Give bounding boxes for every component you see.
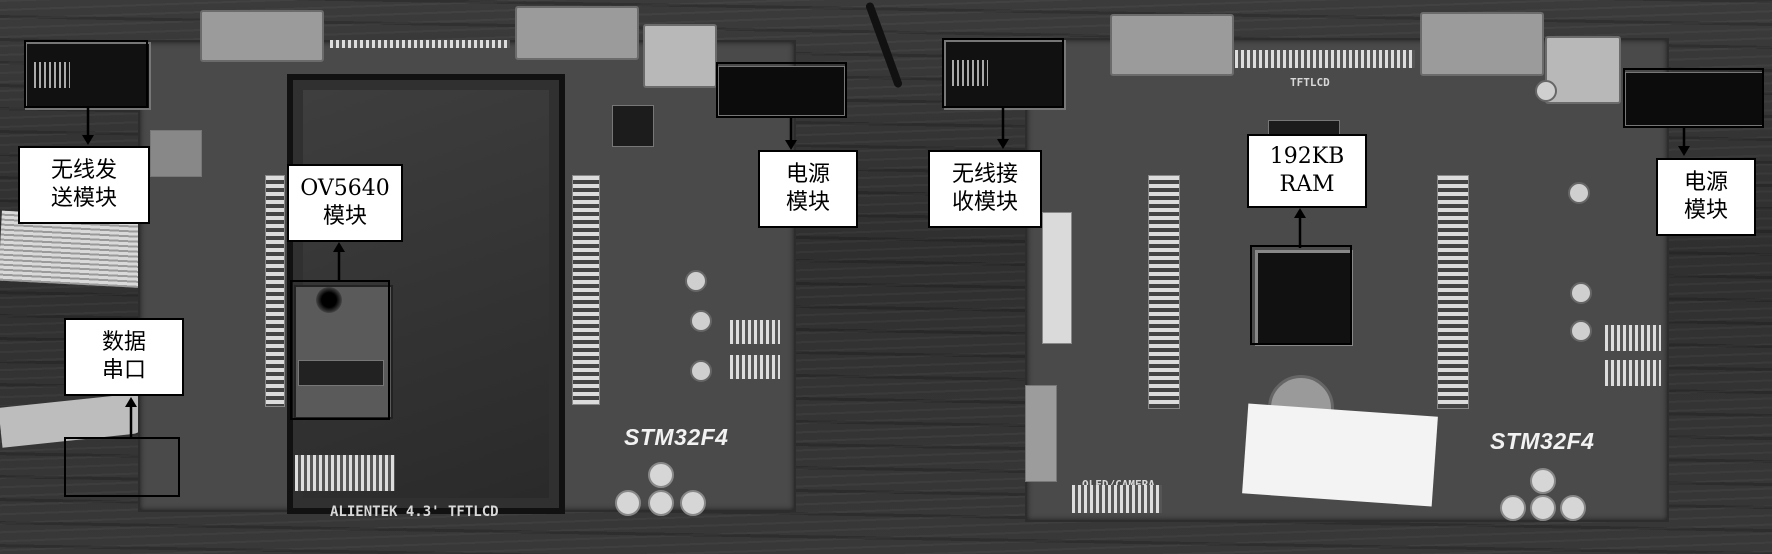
- ov5640-highlight: [290, 280, 390, 420]
- power-right-arrow: [1678, 128, 1690, 156]
- power-left-arrow: [785, 118, 797, 150]
- ram-label-line2: RAM: [1279, 172, 1335, 197]
- wireless-rx-label-line1: 无线接: [951, 162, 1018, 187]
- right-gpio-header: [1148, 175, 1180, 409]
- right-capacitor-4: [1535, 80, 1557, 102]
- wireless-rx-label-line2: 收模块: [951, 190, 1018, 215]
- power-right-highlight: [1623, 68, 1764, 128]
- power-right-label-line2: 模块: [1683, 198, 1728, 223]
- wireless-tx-label: 无线发 送模块: [18, 146, 150, 224]
- left-sd-slot: [150, 130, 202, 177]
- left-gpio-header-2: [265, 175, 285, 407]
- left-gpio-header: [572, 175, 600, 405]
- right-db9-connector-1: [1110, 14, 1234, 76]
- left-board-model-print: STM32F4: [624, 424, 729, 450]
- left-jumper-block: [730, 320, 780, 344]
- power-right-label: 电源 模块: [1656, 158, 1756, 236]
- ov5640-label-line1: OV5640: [300, 176, 390, 201]
- right-jumper-block-2: [1605, 360, 1661, 386]
- camera-fpc-connector: [298, 360, 384, 386]
- right-reset-button-4: [1530, 468, 1556, 494]
- right-board-model-print: STM32F4: [1490, 428, 1595, 454]
- wireless-rx-label: 无线接 收模块: [928, 150, 1042, 228]
- left-top-header: [330, 40, 510, 48]
- right-mcu-chip: [1255, 250, 1353, 346]
- left-capacitor-1: [685, 270, 707, 292]
- left-mcu-chip: [612, 105, 654, 147]
- wireless-tx-highlight: [24, 40, 148, 108]
- ov5640-arrow: [333, 242, 345, 282]
- right-left-header: [1042, 212, 1072, 344]
- power-left-label-line1: 电源: [785, 162, 830, 187]
- right-db9-connector-2: [1420, 12, 1544, 76]
- ov5640-label: OV5640 模块: [287, 164, 403, 242]
- right-top-header: [1235, 50, 1415, 68]
- right-jumper-block: [1605, 325, 1661, 351]
- left-capacitor-3: [690, 360, 712, 382]
- wireless-tx-label-line2: 送模块: [50, 186, 117, 211]
- ov5640-label-line2: 模块: [322, 204, 367, 229]
- wireless-rx-highlight: [942, 38, 1064, 108]
- left-reset-button-1: [615, 490, 641, 516]
- wireless-rx-arrow: [997, 107, 1009, 149]
- left-reset-button-3: [680, 490, 706, 516]
- wireless-rx-antenna: [952, 60, 988, 86]
- ram-label-line1: 192KB: [1269, 144, 1345, 169]
- data-uart-label-line1: 数据: [101, 330, 146, 355]
- power-left-highlight: [716, 62, 847, 118]
- left-jumper-block-2: [730, 355, 780, 379]
- left-reset-button-4: [648, 462, 674, 488]
- ram-highlight: [1250, 245, 1352, 345]
- right-tft-print: TFTLCD: [1290, 76, 1330, 89]
- right-capacitor-3: [1570, 320, 1592, 342]
- right-gpio-header-2: [1437, 175, 1469, 409]
- left-tft-print: ALIENTEK 4.3' TFTLCD: [330, 504, 499, 520]
- data-uart-label: 数据 串口: [64, 318, 184, 396]
- right-power-jack: [1625, 72, 1764, 126]
- data-uart-label-line2: 串口: [101, 358, 146, 383]
- left-power-jack: [718, 66, 845, 116]
- left-db9-connector-1: [200, 10, 324, 62]
- right-bottom-header: [1072, 485, 1162, 513]
- left-reset-button-2: [648, 490, 674, 516]
- left-bottom-header: [295, 455, 395, 491]
- camera-lens: [316, 287, 342, 313]
- left-ethernet-port: [643, 24, 717, 88]
- right-reset-button-1: [1500, 495, 1526, 521]
- data-uart-arrow: [125, 397, 137, 439]
- right-capacitor-2: [1570, 282, 1592, 304]
- right-reset-button-2: [1530, 495, 1556, 521]
- power-right-label-line1: 电源: [1683, 170, 1728, 195]
- power-left-label: 电源 模块: [758, 150, 858, 228]
- right-white-tape: [1242, 403, 1438, 507]
- left-capacitor-2: [690, 310, 712, 332]
- right-usb-ports: [1025, 385, 1057, 482]
- wireless-tx-antenna: [34, 62, 70, 88]
- ram-arrow: [1294, 208, 1306, 248]
- left-db9-connector-2: [515, 6, 639, 60]
- ram-label: 192KB RAM: [1247, 134, 1367, 208]
- power-left-label-line2: 模块: [785, 190, 830, 215]
- data-uart-highlight: [64, 437, 180, 497]
- right-reset-button-3: [1560, 495, 1586, 521]
- wireless-tx-label-line1: 无线发: [50, 158, 117, 183]
- right-capacitor-1: [1568, 182, 1590, 204]
- wireless-tx-arrow: [82, 107, 94, 145]
- right-ethernet-port: [1545, 36, 1621, 104]
